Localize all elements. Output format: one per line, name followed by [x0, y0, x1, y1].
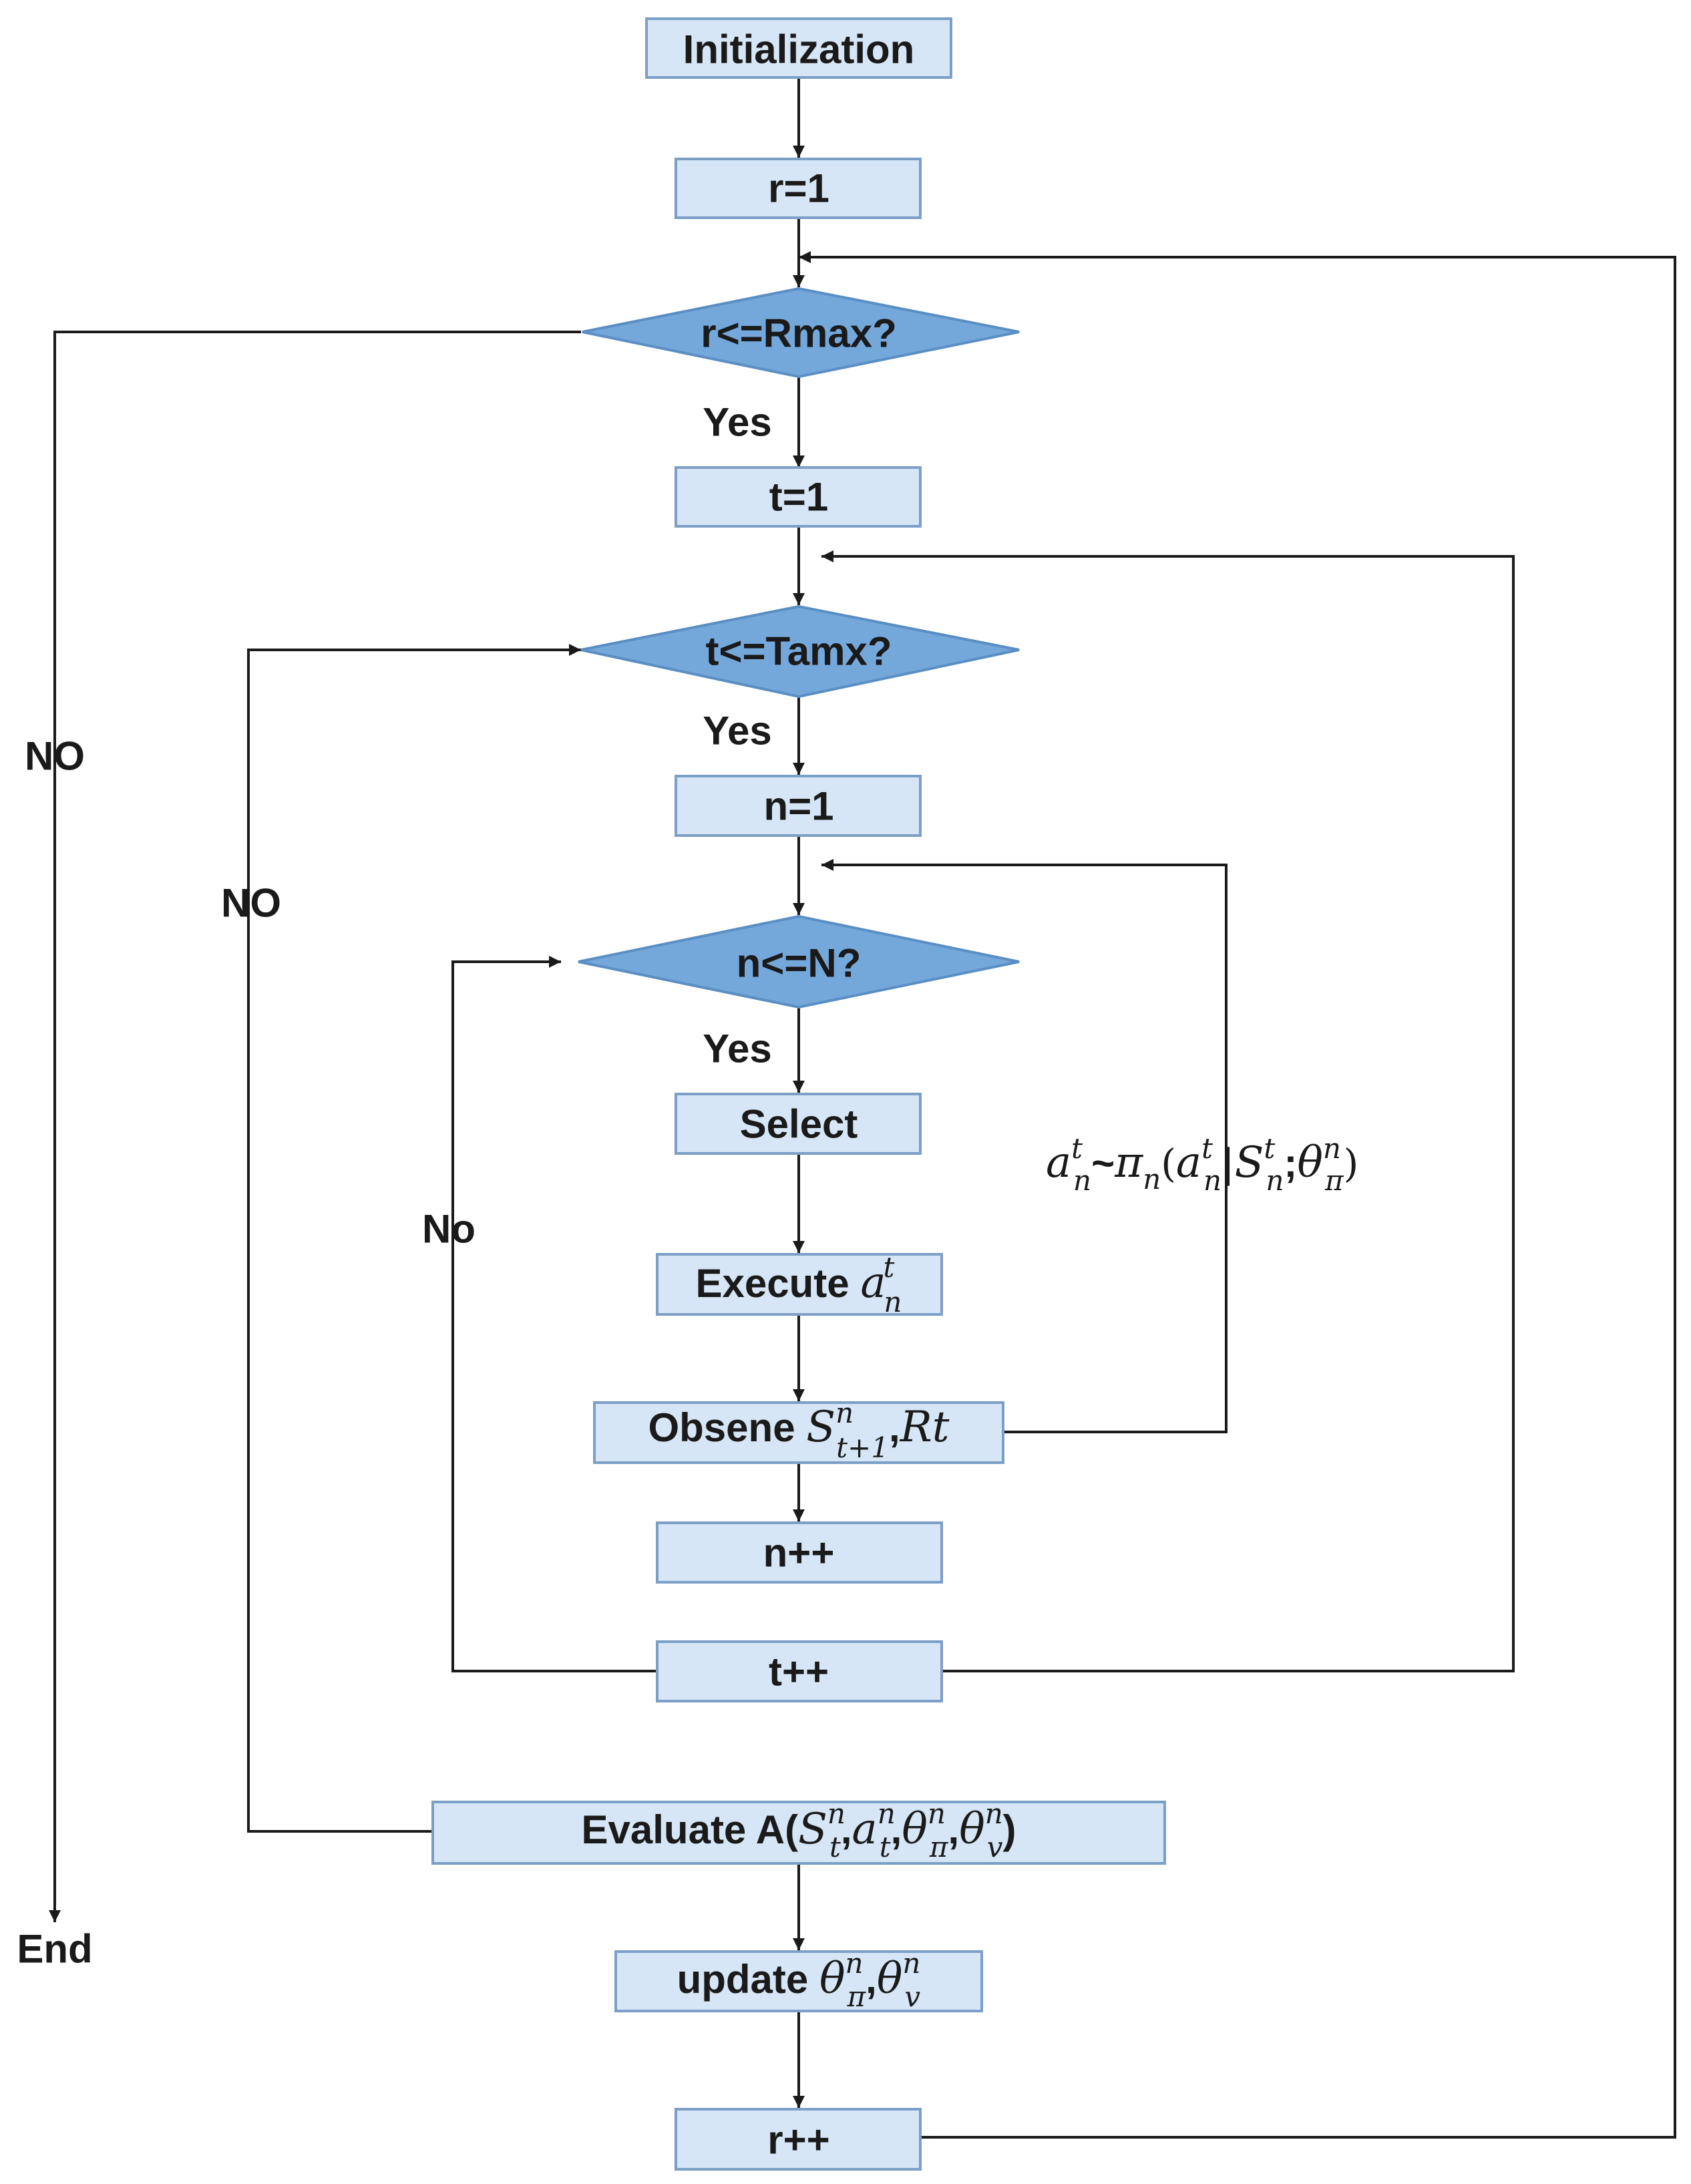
edge-n-no	[451, 956, 657, 1672]
label-yes-n: Yes	[703, 1027, 771, 1071]
label-no-n: No	[422, 1207, 476, 1252]
decision-t-cond-label: t<=Tamx?	[706, 629, 892, 674]
node-n-inc: n++	[656, 1521, 943, 1584]
node-t-init-label: t=1	[769, 475, 828, 520]
decision-r-cond-label: r<=Rmax?	[701, 311, 897, 356]
node-t-inc: t++	[656, 1640, 943, 1702]
node-r-inc-label: r++	[767, 2118, 829, 2163]
node-r-inc: r++	[675, 2108, 922, 2171]
edge-r-no-to-end	[49, 331, 581, 1922]
edge-rinc-loop-back	[799, 251, 1676, 2139]
node-initialization: Initialization	[645, 17, 952, 79]
node-select: Select	[675, 1093, 922, 1155]
decision-n-cond-label: n<=N?	[737, 941, 862, 986]
decision-r-cond: r<=Rmax?	[582, 287, 1020, 379]
node-r-init-label: r=1	[768, 166, 829, 211]
node-t-inc-label: t++	[769, 1650, 829, 1694]
connectors	[49, 77, 1676, 2139]
node-n-inc-label: n++	[763, 1531, 835, 1576]
edge-observe-loop-back	[821, 859, 1228, 1433]
label-yes-r: Yes	[703, 400, 771, 445]
label-end: End	[17, 1927, 92, 1972]
edge-t-no	[247, 644, 581, 1833]
label-no-t: NO	[221, 881, 281, 926]
node-n-init: n=1	[675, 775, 922, 837]
node-initialization-label: Initialization	[683, 27, 915, 72]
node-n-init-label: n=1	[763, 784, 833, 829]
node-t-init: t=1	[675, 466, 922, 528]
decision-t-cond: t<=Tamx?	[580, 604, 1020, 699]
label-yes-t: Yes	[703, 709, 771, 753]
decision-n-cond: n<=N?	[578, 914, 1020, 1009]
node-select-label: Select	[740, 1102, 858, 1147]
node-r-init: r=1	[675, 158, 922, 219]
label-no-r: NO	[25, 734, 85, 779]
edge-tinc-loop-back	[821, 550, 1515, 1672]
